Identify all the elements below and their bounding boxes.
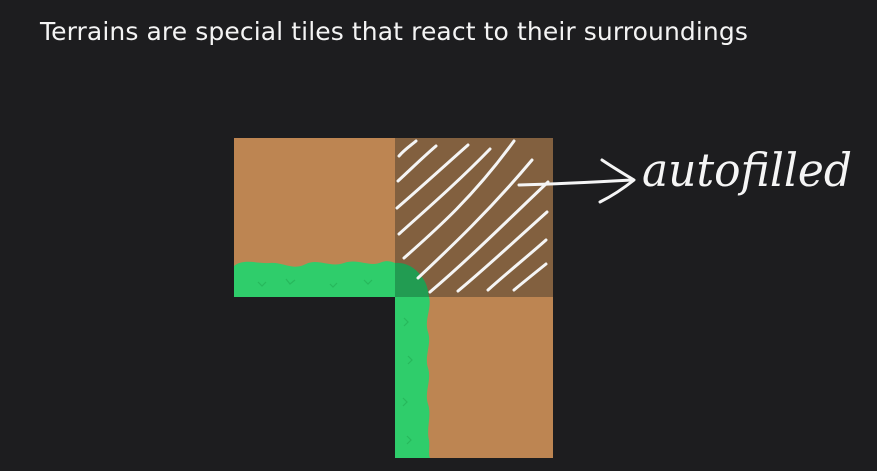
grass-edge-bottom: [234, 261, 395, 297]
grass-corner-inner: [395, 262, 429, 297]
slide-title: Terrains are special tiles that react to…: [40, 17, 748, 46]
tile-top-left: [234, 138, 395, 297]
tile-bottom: [395, 297, 553, 458]
annotation-autofilled: autofilled: [642, 143, 852, 197]
arrow-icon: [517, 158, 636, 204]
grass-edge-left: [395, 297, 430, 458]
grass-texture: [402, 317, 413, 445]
grass-texture: [257, 278, 373, 288]
hatch-marks: [395, 139, 550, 294]
